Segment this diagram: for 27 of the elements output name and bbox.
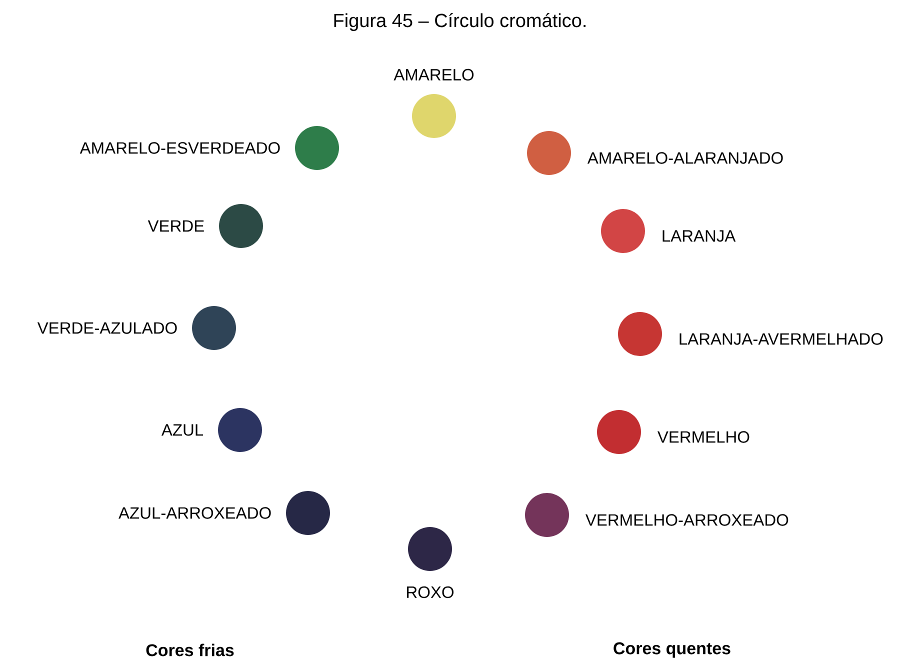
color-circle <box>597 410 641 454</box>
color-circle <box>618 312 662 356</box>
color-label: LARANJA <box>662 230 736 242</box>
color-label: AZUL <box>161 424 204 436</box>
color-label: VERDE <box>148 220 204 232</box>
color-label: VERDE-AZULADO <box>37 322 177 334</box>
color-circle <box>412 94 456 138</box>
color-circle <box>286 491 330 535</box>
color-label: VERMELHO <box>657 431 750 443</box>
group-label: Cores frias <box>146 644 234 656</box>
color-circle <box>525 493 569 537</box>
group-label: Cores quentes <box>614 642 730 658</box>
color-circle <box>601 209 645 253</box>
color-circle <box>192 306 236 350</box>
color-circle <box>408 527 452 571</box>
color-label: AMARELO <box>394 68 474 81</box>
color-circle <box>295 126 339 170</box>
color-circle <box>218 408 262 452</box>
color-label: ROXO <box>407 586 454 598</box>
figure-title: Figura 45 – Círculo cromático. <box>334 13 586 31</box>
color-label: AMARELO-ESVERDEADO <box>80 142 280 154</box>
color-label: VERMELHO-ARROXEADO <box>585 514 788 526</box>
color-label: AMARELO-ALARANJADO <box>587 152 783 164</box>
color-label: AZUL-ARROXEADO <box>118 507 271 519</box>
color-circle <box>527 131 571 175</box>
color-label: LARANJA-AVERMELHADO <box>680 333 883 345</box>
color-circle <box>219 204 263 248</box>
